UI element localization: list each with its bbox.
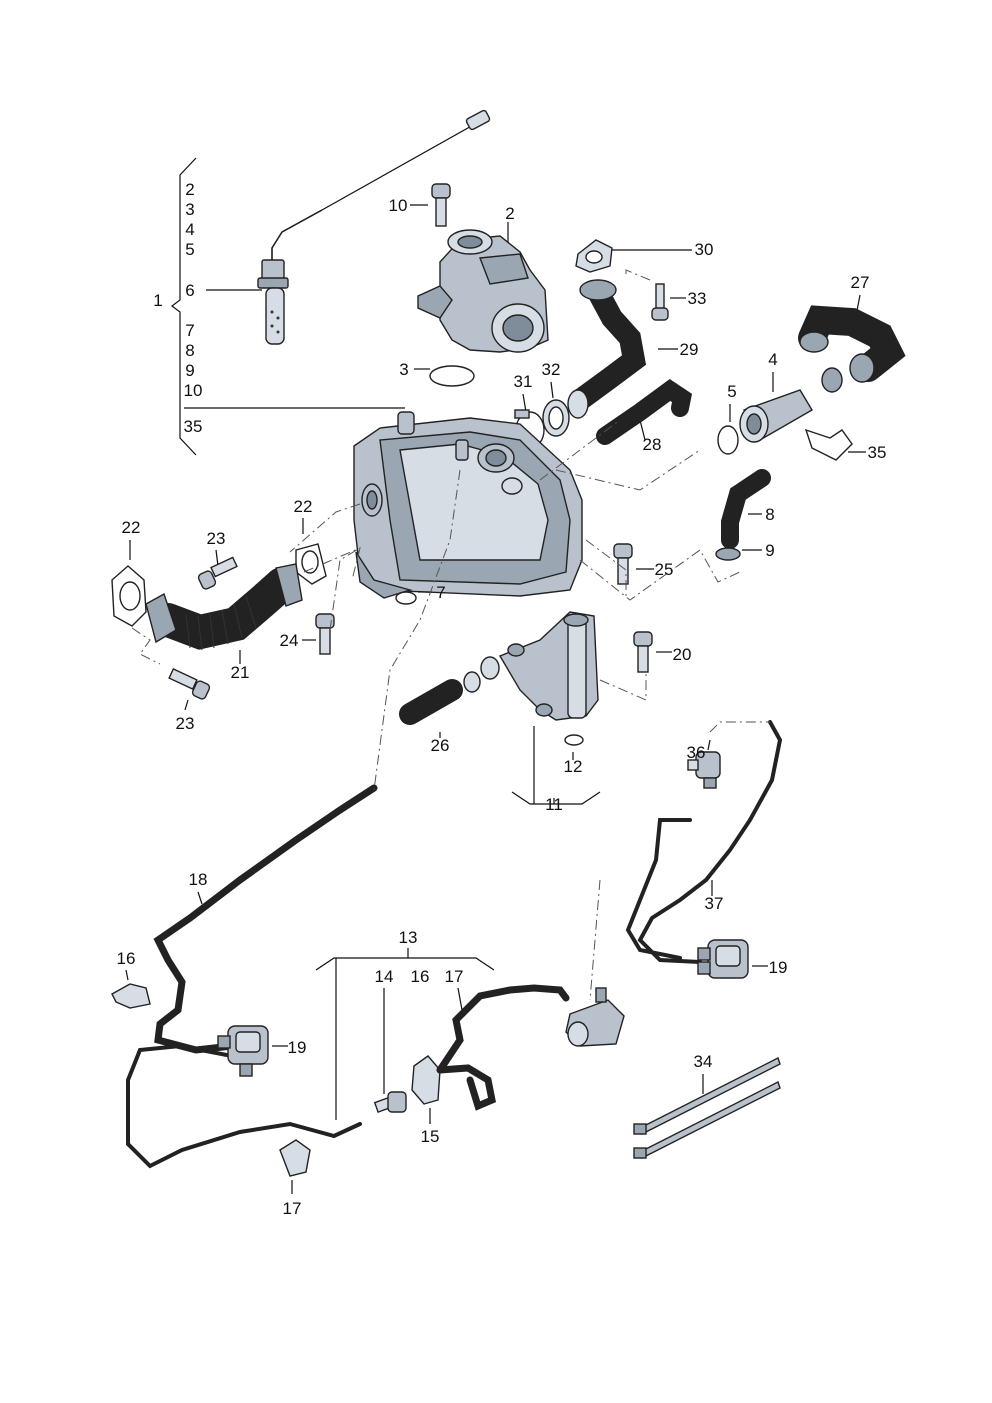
callout-label-l5: 5 xyxy=(727,382,736,401)
callout-label-l4a: 4 xyxy=(185,220,194,239)
valve-19-right xyxy=(697,939,768,979)
o-ring-7 xyxy=(395,591,432,605)
hose-18 xyxy=(126,784,378,1169)
washer-12 xyxy=(564,734,584,760)
egr-cooler xyxy=(353,411,583,599)
callout-label-l10a: 10 xyxy=(184,381,203,400)
callout-label-l36: 36 xyxy=(687,743,706,762)
callout-label-l16a: 16 xyxy=(117,949,136,968)
o-ring-5 xyxy=(717,404,739,455)
callout-label-l31: 31 xyxy=(514,372,533,391)
bolt-33 xyxy=(651,283,686,321)
bolt-24 xyxy=(302,613,335,655)
bolt-20 xyxy=(633,631,672,673)
callout-label-l11: 11 xyxy=(545,795,563,814)
callout-label-l16b: 16 xyxy=(411,967,430,986)
callout-label-l28: 28 xyxy=(643,435,662,454)
bracket-11 xyxy=(480,611,599,721)
clip-17-bottom xyxy=(279,1139,311,1194)
connector-4 xyxy=(739,367,843,443)
callout-label-l17a: 17 xyxy=(445,967,464,986)
bolt-25 xyxy=(613,543,654,585)
valve-36 xyxy=(687,739,721,789)
hose-27 xyxy=(798,294,906,383)
ring-32 xyxy=(542,381,570,437)
callout-label-l21: 21 xyxy=(231,663,250,682)
bolt-10 xyxy=(410,183,451,227)
callout-label-l5a: 5 xyxy=(185,240,194,259)
callout-label-l7a: 7 xyxy=(185,321,194,340)
clip-16-left xyxy=(111,969,151,1009)
callout-label-l27: 27 xyxy=(851,273,870,292)
bracket-11-label xyxy=(511,726,601,805)
callout-label-l9: 9 xyxy=(765,541,774,560)
exhaust-pipe-21 xyxy=(145,563,303,664)
callout-label-l23b: 23 xyxy=(176,714,195,733)
callout-label-l22a: 22 xyxy=(122,518,141,537)
callout-label-l4: 4 xyxy=(768,350,777,369)
callout-label-l30: 30 xyxy=(695,240,714,259)
callout-label-l35: 35 xyxy=(868,443,887,462)
callout-label-l15: 15 xyxy=(421,1127,440,1146)
temperature-sensor xyxy=(257,109,491,345)
callout-label-l23a: 23 xyxy=(207,529,226,548)
hose-37 xyxy=(625,720,783,964)
bracket-13 xyxy=(315,948,495,1120)
bracket-1 xyxy=(171,157,405,456)
hose-17-upper xyxy=(436,984,570,1111)
callout-label-l9a: 9 xyxy=(185,361,194,380)
gasket-30 xyxy=(575,239,692,273)
callout-label-l1: 1 xyxy=(153,291,162,310)
callout-label-l20: 20 xyxy=(673,645,692,664)
callout-label-l32: 32 xyxy=(542,360,561,379)
callout-label-l10: 10 xyxy=(389,196,408,215)
callout-label-l19a: 19 xyxy=(769,958,788,977)
callout-label-l13: 13 xyxy=(399,928,418,947)
callout-label-l34: 34 xyxy=(694,1052,713,1071)
callout-label-l29: 29 xyxy=(680,340,699,359)
gasket-22-left xyxy=(111,540,147,627)
callout-label-l35a: 35 xyxy=(184,417,203,436)
callout-label-l19b: 19 xyxy=(288,1038,307,1057)
clip-15 xyxy=(411,1055,441,1124)
connector-14 xyxy=(373,988,407,1113)
gasket-22-right xyxy=(295,518,327,585)
hose-8 xyxy=(721,469,771,549)
callout-label-l24: 24 xyxy=(280,631,299,650)
o-ring-3 xyxy=(414,365,475,387)
assembly-leaders xyxy=(131,269,770,1001)
clamp-9 xyxy=(715,547,762,561)
callout-label-l17b: 17 xyxy=(283,1199,302,1218)
callout-label-l37: 37 xyxy=(705,894,724,913)
clip-35 xyxy=(804,428,866,461)
egr-valve xyxy=(417,222,549,353)
callout-label-l33: 33 xyxy=(688,289,707,308)
sleeve-26 xyxy=(399,671,481,738)
callout-label-l8a: 8 xyxy=(185,341,194,360)
callout-label-l2a: 2 xyxy=(185,180,194,199)
callout-label-l7: 7 xyxy=(436,583,445,602)
callout-label-l14: 14 xyxy=(375,967,394,986)
callout-label-l2: 2 xyxy=(505,204,514,223)
callout-label-l25: 25 xyxy=(655,560,674,579)
cable-ties-34 xyxy=(633,1057,781,1159)
pipe-29 xyxy=(567,279,678,419)
pipe-28 xyxy=(596,379,693,445)
callout-label-l3a: 3 xyxy=(185,200,194,219)
callout-label-l6a: 6 xyxy=(185,281,194,300)
valve-main xyxy=(565,987,625,1047)
bolt-23-upper xyxy=(197,549,238,590)
bolt-23-lower xyxy=(168,668,211,711)
callout-label-l3: 3 xyxy=(399,360,408,379)
valve-19-left xyxy=(217,1025,288,1077)
callout-label-l18: 18 xyxy=(189,870,208,889)
callout-label-l22b: 22 xyxy=(294,497,313,516)
callout-label-l26: 26 xyxy=(431,736,450,755)
callout-label-l12: 12 xyxy=(564,757,583,776)
callout-label-l8: 8 xyxy=(765,505,774,524)
